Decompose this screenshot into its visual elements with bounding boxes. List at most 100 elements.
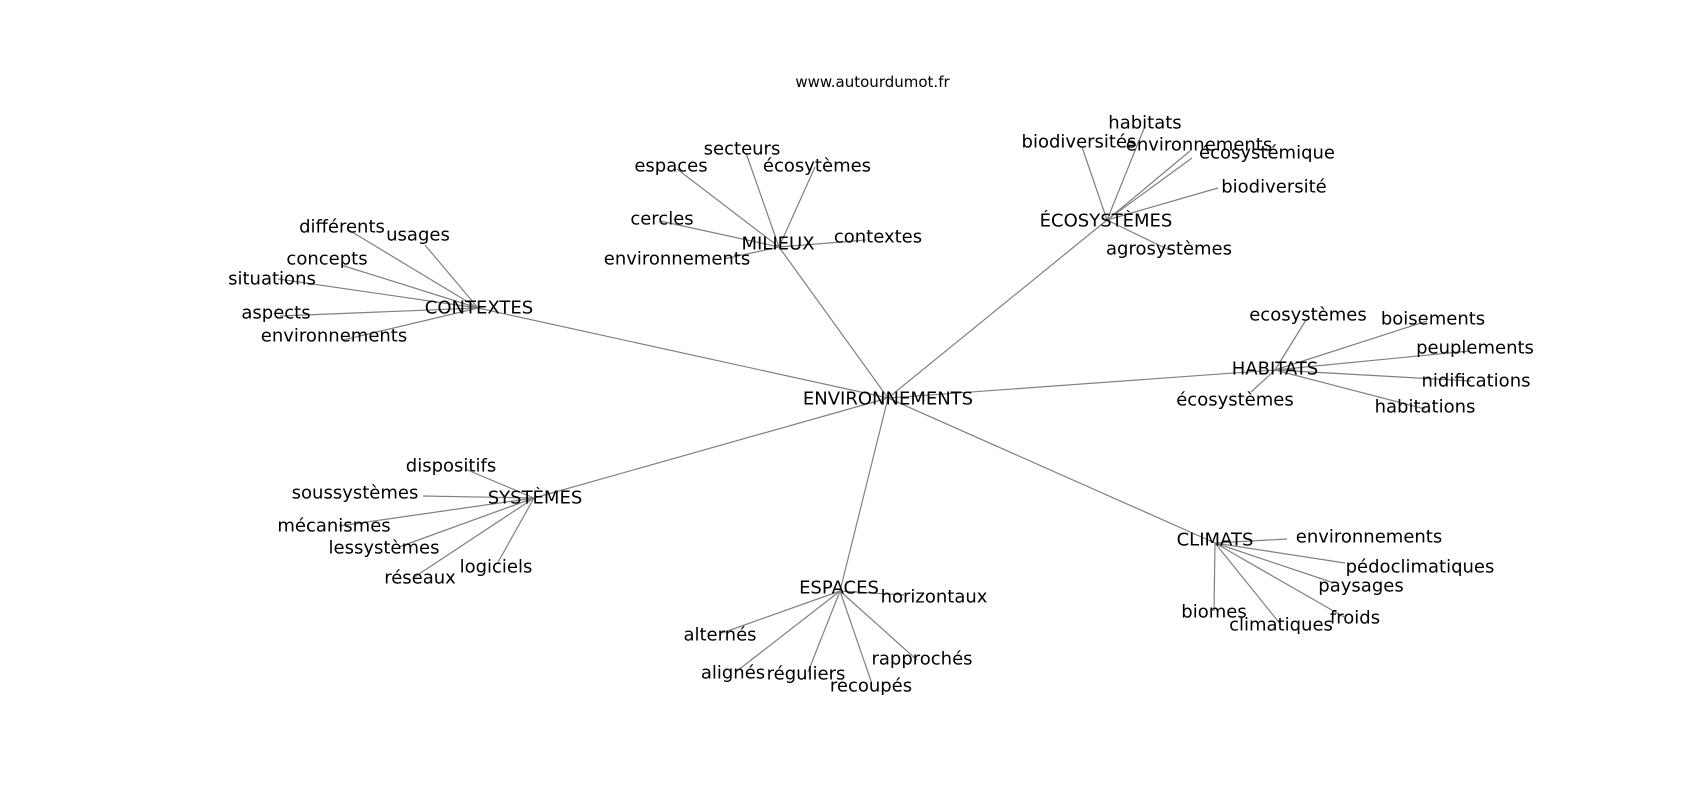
edge-branch-to-leaf [1214, 542, 1345, 618]
edge-branch-to-leaf [1214, 538, 1288, 544]
edge-branch-to-leaf [464, 468, 535, 499]
leaf-node-label: froids [1330, 608, 1380, 629]
leaf-node-label: aspects [241, 303, 310, 324]
edge-branch-to-leaf [424, 244, 479, 309]
leaf-node-label: réguliers [767, 664, 846, 685]
edge-branch-to-leaf [723, 246, 780, 260]
leaf-node-label: environnements [261, 326, 408, 347]
leaf-node-label: nidifications [1422, 371, 1531, 392]
edge-branch-to-leaf [398, 497, 535, 548]
edge-branch-to-leaf [1274, 320, 1428, 371]
edge-branch-to-leaf [1214, 542, 1335, 584]
leaf-node-label: concepts [286, 249, 367, 270]
edge-branch-to-leaf [1274, 369, 1472, 382]
leaf-node-label: horizontaux [881, 587, 988, 608]
leaf-node-label: contextes [834, 227, 922, 248]
leaf-node-label: situations [228, 269, 316, 290]
leaf-node-label: espaces [634, 156, 707, 177]
edge-branch-to-leaf [1106, 187, 1219, 221]
edge-branch-to-leaf [342, 307, 479, 341]
leaf-node-label: boisements [1381, 309, 1485, 330]
branch-node-label: CONTEXTES [425, 298, 533, 319]
leaf-node-label: paysages [1318, 576, 1403, 597]
leaf-node-label: cercles [630, 209, 693, 230]
edge-branch-to-leaf [422, 495, 535, 499]
leaf-node-label: alignés [701, 663, 765, 684]
edge-branch-to-leaf [346, 228, 479, 309]
edge-center-to-branch [887, 397, 1216, 544]
edge-center-to-branch [778, 246, 889, 399]
branch-node-label: SYSTÈMES [488, 487, 583, 509]
leaf-node-label: usages [386, 225, 450, 246]
leaf-node-label: biodiversités [1022, 132, 1137, 153]
edge-branch-to-leaf [778, 166, 816, 248]
edge-branch-to-leaf [1081, 146, 1108, 221]
edge-branch-to-leaf [745, 152, 780, 248]
branch-node-label: HABITATS [1232, 359, 1318, 380]
leaf-node-label: rapprochés [871, 649, 972, 670]
edge-branch-to-leaf [338, 497, 535, 527]
edge-branch-to-leaf [1213, 542, 1216, 612]
edge-branch-to-leaf [721, 590, 841, 634]
edge-branch-to-leaf [277, 278, 479, 309]
edge-branch-to-leaf [1274, 350, 1470, 371]
edge-center-to-branch [477, 307, 889, 399]
edge-branch-to-leaf [839, 590, 872, 682]
leaf-node-label: soussystèmes [292, 483, 419, 504]
leaf-node-label: alternés [683, 625, 756, 646]
leaf-node-label: écosystèmes [1176, 390, 1294, 411]
edge-branch-to-leaf [839, 590, 905, 596]
leaf-node-label: agrosystèmes [1106, 239, 1232, 260]
edge-branch-to-leaf [736, 590, 841, 672]
leaf-node-label: différents [299, 217, 385, 238]
edge-branch-to-leaf [778, 239, 867, 248]
edge-branch-to-leaf [1214, 542, 1346, 564]
edge-branch-to-leaf [1106, 125, 1146, 221]
edge-center-to-branch [839, 397, 889, 592]
leaf-node-label: logiciels [460, 557, 533, 578]
edge-branch-to-leaf [1274, 369, 1426, 410]
branch-node-label: ÉCOSYSTÈMES [1040, 210, 1173, 232]
leaf-node-label: biomes [1181, 602, 1246, 623]
leaf-node-label: écosytèmes [763, 156, 871, 177]
leaf-node-label: secteurs [704, 139, 781, 160]
leaf-node-label: pédoclimatiques [1346, 557, 1495, 578]
edge-branch-to-leaf [1106, 150, 1191, 221]
leaf-node-label: ecosystèmes [1249, 305, 1367, 326]
edge-branch-to-leaf [279, 307, 479, 317]
edge-center-to-branch [887, 369, 1276, 399]
leaf-node-label: écosystémique [1199, 143, 1335, 164]
branch-node-label: MILIEUX [741, 234, 814, 255]
branch-node-label: ESPACES [799, 578, 879, 599]
graph-edges [277, 125, 1472, 682]
edge-branch-to-leaf [496, 497, 535, 565]
leaf-node-label: dispositifs [406, 456, 496, 477]
edge-branch-to-leaf [807, 590, 841, 673]
edge-branch-to-leaf [412, 497, 535, 579]
source-watermark: www.autourdumot.fr [795, 73, 950, 91]
edge-branch-to-leaf [1214, 542, 1282, 626]
leaf-node-label: habitats [1108, 113, 1181, 134]
edge-branch-to-leaf [1274, 319, 1307, 371]
edge-branch-to-leaf [1250, 369, 1276, 393]
center-node-label: ENVIRONNEMENTS [803, 389, 973, 410]
leaf-node-label: peuplements [1416, 338, 1534, 359]
leaf-node-label: réseaux [384, 568, 456, 589]
leaf-node-label: climatiques [1229, 615, 1333, 636]
leaf-node-label: recoupés [830, 676, 912, 697]
edge-branch-to-leaf [839, 590, 918, 661]
edge-center-to-branch [887, 219, 1108, 399]
edge-branch-to-leaf [676, 168, 780, 248]
edge-branch-to-leaf [659, 220, 780, 248]
leaf-node-label: habitations [1375, 397, 1476, 418]
leaf-node-label: environnements [604, 249, 751, 270]
edge-branch-to-leaf [1106, 157, 1193, 221]
edge-branch-to-leaf [1106, 219, 1170, 251]
leaf-node-label: mécanismes [277, 516, 390, 537]
leaf-node-label: lessystèmes [329, 538, 440, 559]
leaf-node-label: biodiversité [1221, 177, 1327, 198]
branch-node-label: CLIMATS [1177, 530, 1254, 551]
edge-branch-to-leaf [340, 264, 479, 309]
